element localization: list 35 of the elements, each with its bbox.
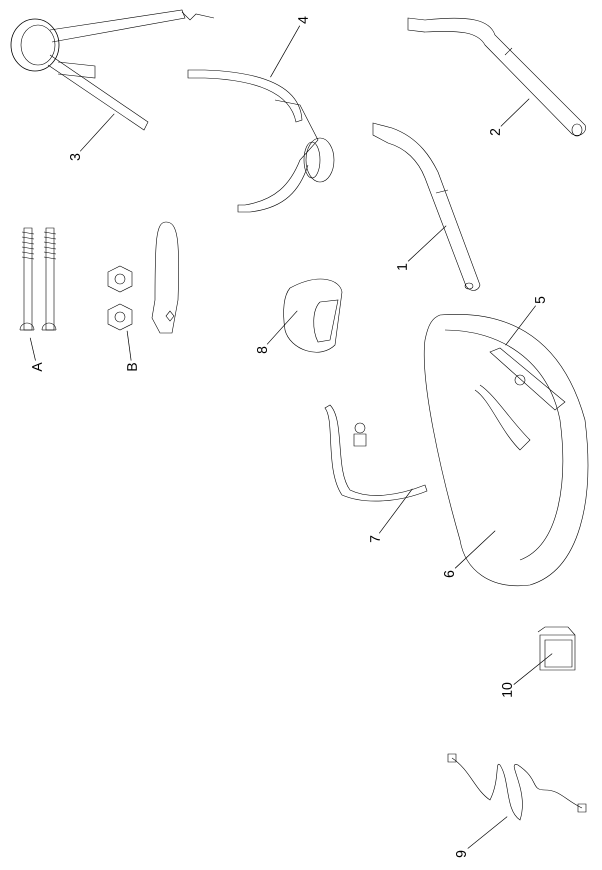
leader-line [80,113,115,152]
leader-line [266,310,298,345]
part-drawing [408,18,586,136]
leader-line [513,653,553,685]
callout-number: A [32,362,42,372]
callout-number: 6 [444,570,454,578]
callout-number: 5 [535,296,545,304]
callout-number: 4 [298,16,308,24]
leader-line [126,330,132,361]
callout-number: 9 [456,850,466,858]
part-drawing [283,278,342,353]
part-drawing [324,404,428,502]
part-drawing [424,314,588,586]
part-drawing [448,754,586,820]
leader-line [454,530,496,569]
part-drawing [108,222,179,334]
leader-line [408,225,447,262]
part-drawing [20,228,56,330]
callout-number: 1 [397,264,407,270]
callout-number: 10 [502,682,512,697]
part-drawing [188,70,334,212]
leader-line [505,305,536,346]
leader-line [500,98,530,127]
part-drawing [10,10,214,130]
part-drawing [372,122,480,291]
callout-number: 7 [370,536,380,542]
callout-number: B [127,363,137,371]
leader-line [378,488,413,534]
leader-line [270,25,300,78]
callout-number: 8 [257,346,267,354]
leader-line [30,337,36,361]
part-drawing [538,626,576,670]
callout-number: 2 [490,128,500,136]
leader-line [467,816,508,849]
callout-number: 3 [70,154,80,160]
